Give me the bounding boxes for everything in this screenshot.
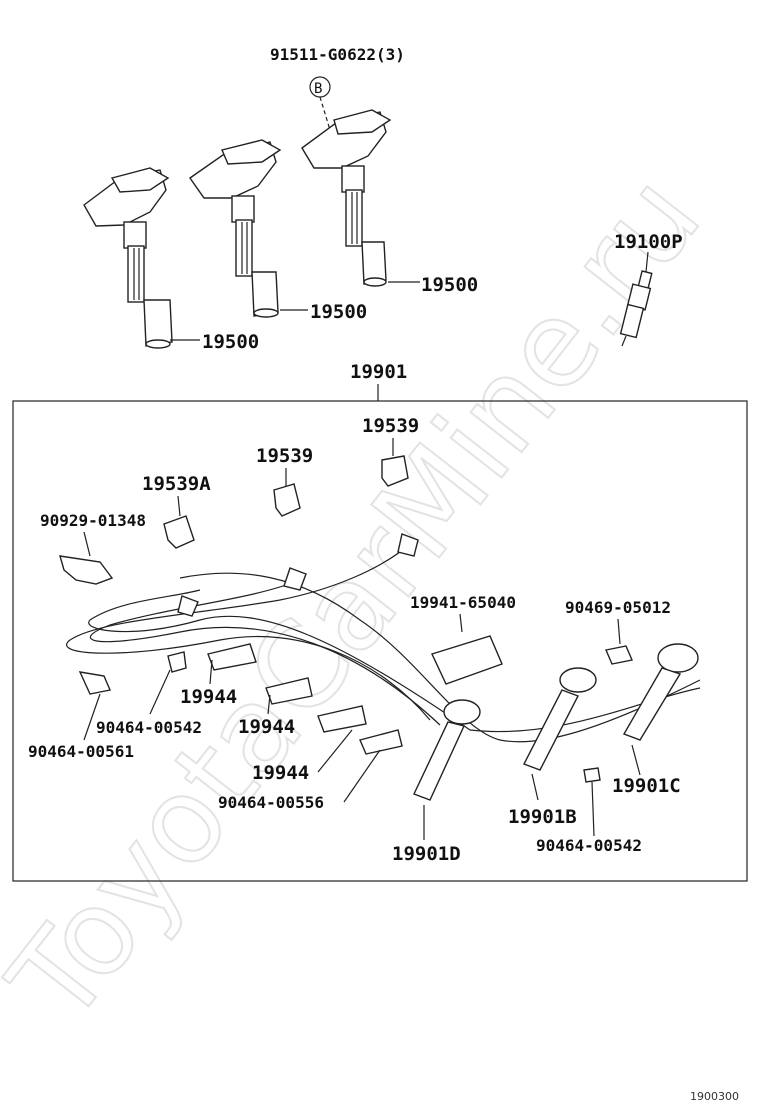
label-clip-561: 90464-00561 bbox=[28, 742, 134, 761]
leader-boot-a bbox=[177, 495, 181, 517]
label-boot-a: 19539A bbox=[142, 473, 211, 495]
leader-clip-556 bbox=[343, 749, 381, 803]
leader-clamp-3 bbox=[317, 729, 353, 773]
boot-part-1[interactable] bbox=[381, 455, 409, 487]
leader-cord-c bbox=[631, 744, 641, 776]
leader-clip-542-left bbox=[149, 669, 171, 715]
label-boot-2: 19539 bbox=[256, 445, 313, 467]
label-coil-3: 19500 bbox=[421, 274, 478, 296]
bolt-leader bbox=[319, 96, 331, 131]
cord-bundle[interactable] bbox=[66, 533, 701, 743]
clamp-right-part[interactable] bbox=[605, 645, 633, 665]
leader-spark-plug bbox=[645, 251, 649, 273]
label-clip-right: 90464-00542 bbox=[536, 836, 642, 855]
label-coil-2: 19500 bbox=[310, 301, 367, 323]
boot-part-2[interactable] bbox=[273, 483, 301, 517]
label-clip-556: 90464-00556 bbox=[218, 793, 324, 812]
label-clamp-2: 19944 bbox=[238, 716, 295, 738]
grommet-part[interactable] bbox=[59, 555, 114, 585]
label-cord-d: 19901D bbox=[392, 843, 461, 865]
label-boot-1: 19539 bbox=[362, 415, 419, 437]
clip-556-part[interactable] bbox=[359, 729, 403, 755]
cord-d[interactable] bbox=[413, 699, 481, 801]
bolt-marker-letter: B bbox=[314, 81, 322, 97]
diagram-code: 1900300 bbox=[690, 1090, 739, 1103]
label-cord-c: 19901C bbox=[612, 775, 681, 797]
label-grommet: 90929-01348 bbox=[40, 511, 146, 530]
leader-clip-561 bbox=[83, 693, 101, 741]
holder-large-part[interactable] bbox=[431, 635, 503, 685]
cord-b[interactable] bbox=[523, 667, 597, 771]
leader-clamp-2 bbox=[267, 694, 271, 715]
ignition-coil-1[interactable] bbox=[83, 167, 173, 349]
clamp-3-part[interactable] bbox=[317, 705, 367, 733]
leader-clamp-right bbox=[617, 618, 621, 645]
boot-part-a[interactable] bbox=[163, 515, 195, 549]
leader-cord-b bbox=[531, 773, 539, 801]
cord-set-frame bbox=[12, 400, 748, 882]
label-clamp-3: 19944 bbox=[252, 762, 309, 784]
label-bolt: 91511-G0622(3) bbox=[270, 45, 405, 64]
leader-clip-right bbox=[591, 781, 595, 837]
ignition-coil-3[interactable] bbox=[301, 109, 392, 287]
leader-grommet bbox=[83, 531, 91, 557]
cord-c[interactable] bbox=[622, 643, 699, 741]
label-clip-542-left: 90464-00542 bbox=[96, 718, 202, 737]
spark-plug[interactable] bbox=[619, 270, 653, 347]
leader-clamp-1 bbox=[209, 659, 213, 685]
ignition-coil-2[interactable] bbox=[189, 139, 282, 318]
label-holder-large: 19941-65040 bbox=[410, 593, 516, 612]
label-cord-b: 19901B bbox=[508, 806, 577, 828]
label-coil-1: 19500 bbox=[202, 331, 259, 353]
label-clamp-right: 90469-05012 bbox=[565, 598, 671, 617]
label-cord-set: 19901 bbox=[350, 361, 407, 383]
clip-561-part[interactable] bbox=[78, 671, 111, 695]
label-clamp-1: 19944 bbox=[180, 686, 237, 708]
leader-holder-large bbox=[459, 613, 463, 633]
clip-542-left-part[interactable] bbox=[167, 651, 187, 673]
clip-right-part[interactable] bbox=[583, 767, 601, 783]
label-spark-plug: 19100P bbox=[614, 231, 683, 253]
